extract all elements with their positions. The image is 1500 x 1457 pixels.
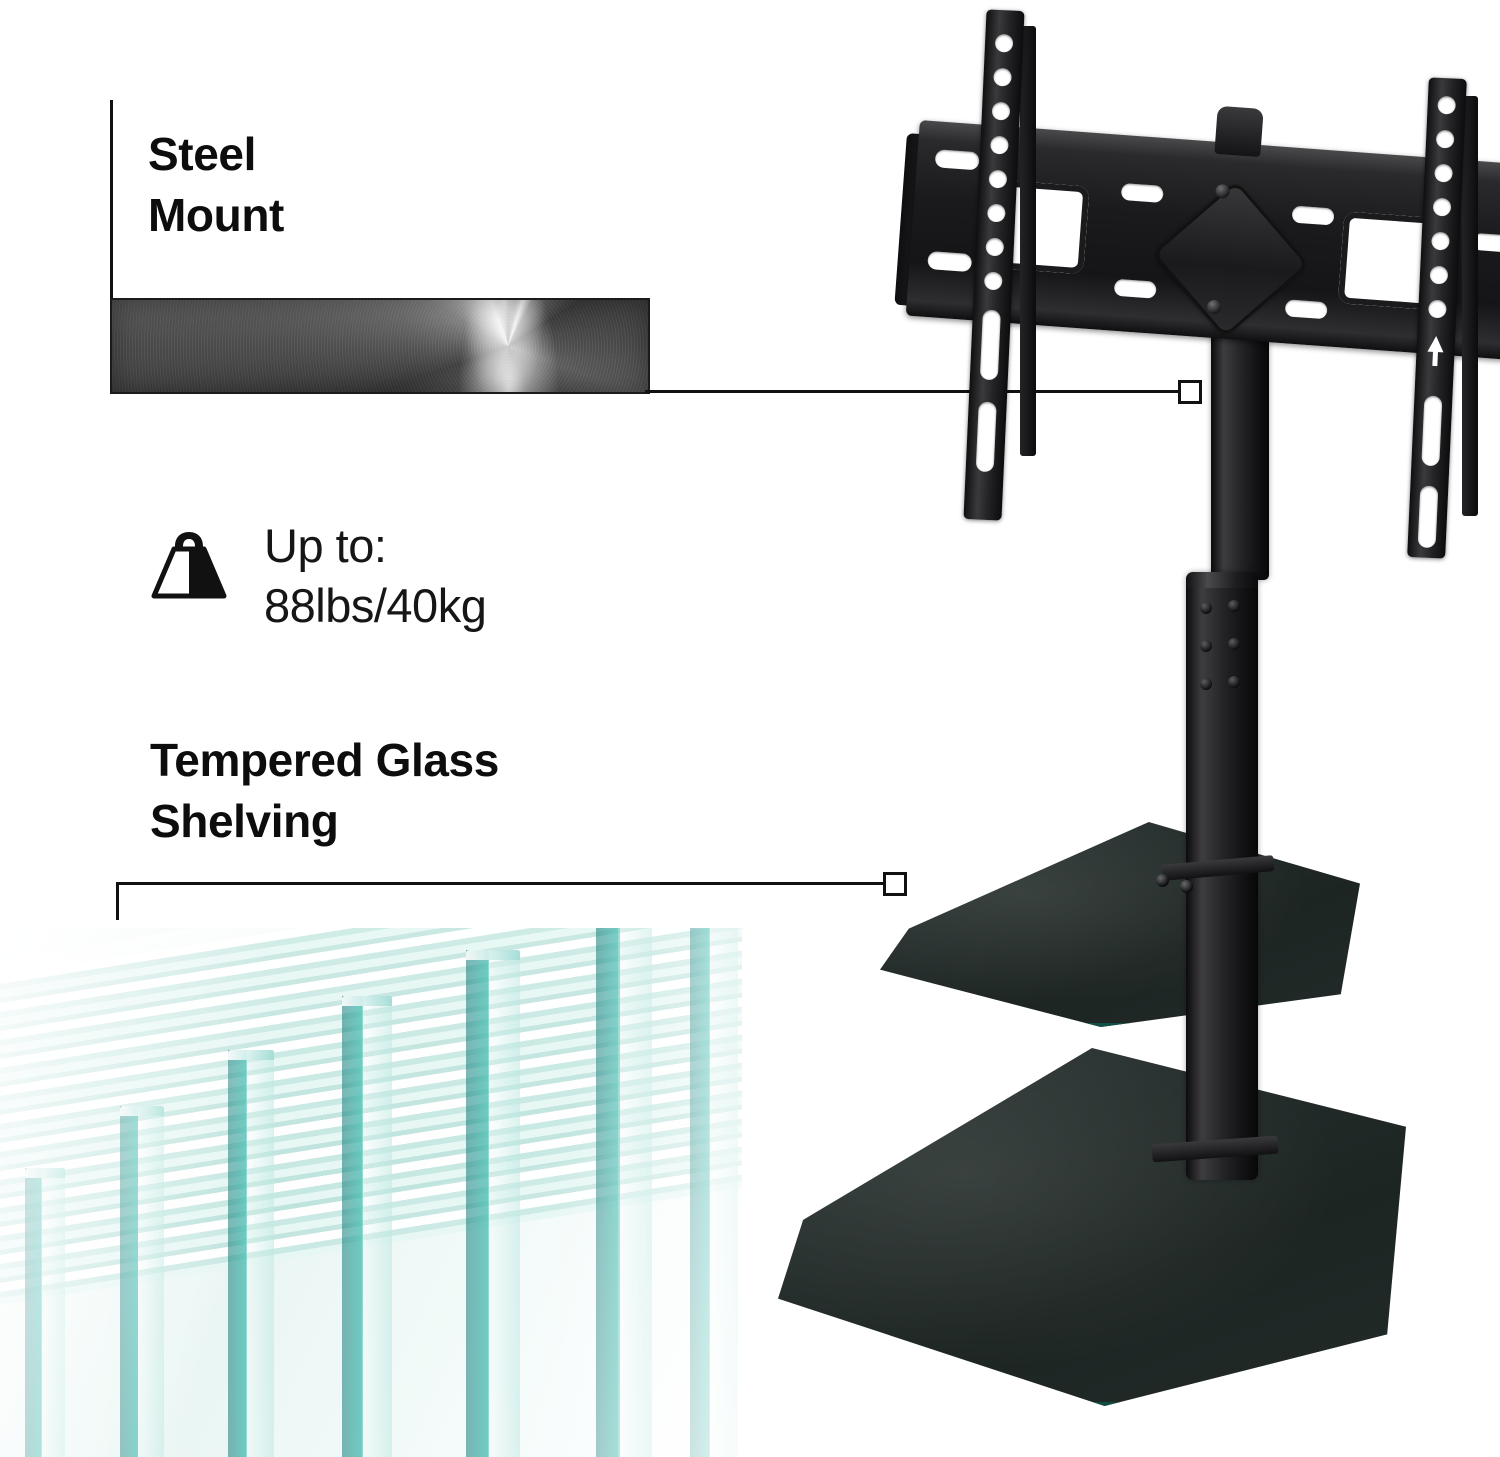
arm-hole: [991, 101, 1011, 121]
steel-mount-square-marker: [1178, 380, 1202, 404]
base-shelf-notch: [1262, 1380, 1298, 1387]
upper-shelf-notch: [1256, 1002, 1290, 1009]
arm-hole: [985, 237, 1005, 257]
arm-hole: [1429, 265, 1449, 285]
brushed-steel-swatch: [110, 298, 650, 394]
upper-shelf-screw: [1156, 874, 1169, 887]
pole-adjust-bolt: [1228, 676, 1240, 688]
pole-adjust-bolt: [1200, 678, 1212, 690]
right-tv-arm-lip: [1462, 96, 1478, 516]
pole-adjust-bolt: [1200, 640, 1212, 652]
arm-hole: [994, 33, 1014, 53]
arm-hole: [1431, 231, 1450, 251]
arm-slot: [979, 309, 1001, 381]
base-shelf-surface: [778, 1048, 1406, 1406]
weight-capacity-text: Up to: 88lbs/40kg: [264, 519, 487, 633]
base-shelf-edge: [778, 1402, 1406, 1406]
arm-hole: [993, 67, 1012, 87]
pole-telescoping-collar: [1186, 572, 1258, 588]
mount-plate-slot: [1120, 182, 1164, 203]
steel-mount-title: Steel Mount: [148, 128, 284, 241]
arm-hole: [1434, 163, 1453, 183]
mount-plate-slot: [1113, 278, 1157, 299]
mount-plate-slot: [934, 149, 980, 171]
tempered-glass-connector-line: [116, 882, 886, 885]
arm-hole: [1437, 95, 1457, 115]
mount-plate-slot: [1284, 299, 1328, 320]
arm-hole: [983, 271, 1003, 291]
arm-hole: [1428, 299, 1447, 319]
mount-plate-knob: [1214, 105, 1264, 158]
tempered-glass-square-marker: [883, 872, 907, 896]
mount-plate-slot: [927, 250, 973, 273]
steel-mount-connector-line: [645, 390, 1181, 393]
arm-up-arrow-stem: [1432, 349, 1439, 367]
steel-mount-callout-vertical-rule: [110, 100, 113, 300]
arm-hole: [988, 169, 1008, 189]
tempered-glass-base-shelf: [778, 1048, 1406, 1406]
upper-shelf-screw: [1180, 880, 1193, 893]
pole-adjust-bolt: [1228, 638, 1240, 650]
weight-icon: [151, 532, 227, 599]
tempered-glass-upper-shelf: [880, 822, 1360, 1027]
pole-upper-section: [1211, 318, 1269, 580]
tempered-glass-title: Tempered Glass Shelving: [150, 734, 499, 847]
left-tv-arm-lip: [1020, 26, 1036, 456]
arm-slot: [975, 401, 997, 473]
arm-hole: [1432, 197, 1452, 217]
arm-hole: [990, 135, 1009, 155]
upper-shelf-edge: [880, 1023, 1360, 1027]
arm-slot: [1421, 395, 1443, 467]
tempered-glass-callout-vertical-rule: [116, 882, 119, 920]
mount-plate-slot: [1291, 205, 1335, 226]
pole-adjust-bolt: [1228, 600, 1240, 612]
pole-adjust-bolt: [1200, 602, 1212, 614]
arm-slot: [1417, 485, 1439, 549]
arm-hole: [1435, 129, 1455, 149]
upper-shelf-surface: [880, 822, 1360, 1027]
arm-hole: [986, 203, 1006, 223]
